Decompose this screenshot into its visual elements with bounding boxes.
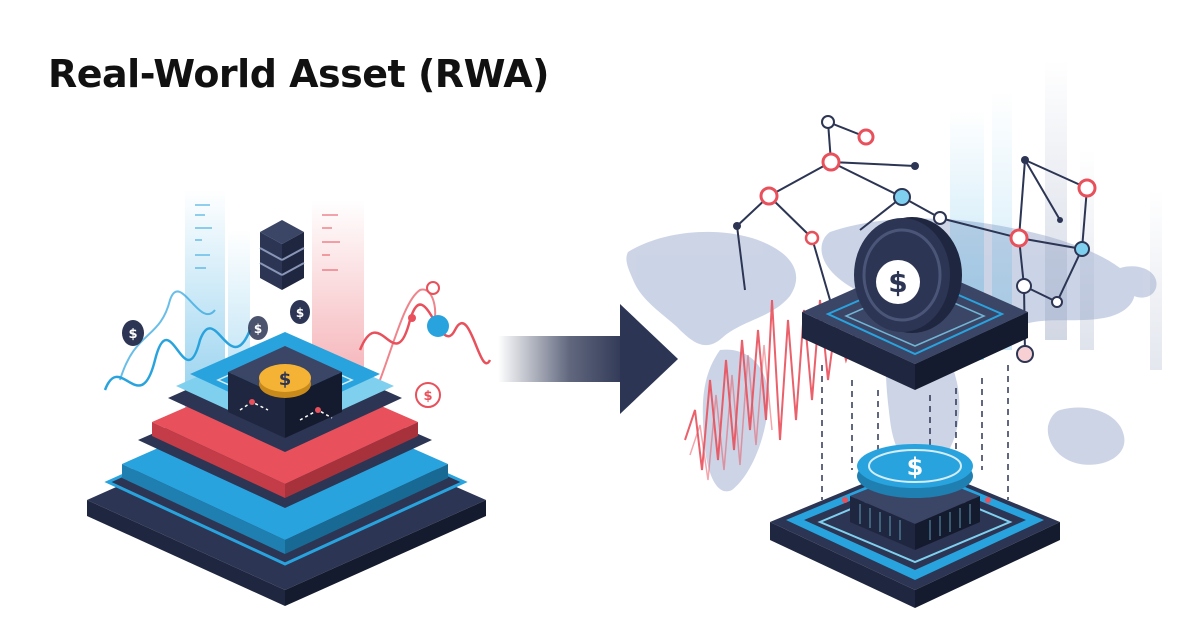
left-asset-stack: $ $ $ $ bbox=[87, 190, 492, 606]
right-bottom-coin-symbol: $ bbox=[907, 453, 924, 481]
small-coin-icon bbox=[427, 315, 449, 337]
price-waveform bbox=[684, 299, 867, 471]
database-cube-icon bbox=[259, 220, 305, 290]
price-waveform bbox=[689, 344, 773, 481]
small-coin-symbol: $ bbox=[423, 389, 432, 404]
blue-signal-wave bbox=[103, 327, 252, 391]
red-signal-wave bbox=[379, 288, 437, 381]
page-title: Real-World Asset (RWA) bbox=[48, 52, 550, 96]
data-stream-bars bbox=[322, 214, 340, 271]
small-coin-symbol: $ bbox=[254, 322, 262, 336]
data-stream-bars bbox=[195, 204, 212, 269]
blue-light-beam bbox=[992, 90, 1012, 350]
dollar-coin-icon: $ bbox=[854, 217, 962, 333]
small-coin-icon: $ bbox=[248, 316, 268, 340]
grey-light-beam bbox=[1150, 190, 1162, 370]
small-coin-icon: $ bbox=[415, 382, 441, 408]
grey-light-beam bbox=[1045, 60, 1067, 340]
blue-signal-wave bbox=[119, 290, 216, 381]
dollar-coin-icon: $ bbox=[857, 444, 973, 498]
node-dot bbox=[408, 314, 416, 322]
transform-arrow-icon bbox=[498, 304, 678, 414]
connection-lines bbox=[821, 365, 1009, 500]
small-coin-icon: $ bbox=[290, 300, 310, 324]
right-tokenized-asset: $ bbox=[626, 60, 1162, 608]
small-coin-symbol: $ bbox=[128, 327, 137, 342]
small-coin-symbol: $ bbox=[296, 306, 304, 320]
node-dot bbox=[426, 281, 440, 295]
dollar-coin-icon: $ bbox=[259, 364, 311, 398]
red-signal-wave bbox=[358, 303, 492, 365]
small-coin-icon: $ bbox=[122, 320, 144, 346]
left-coin-symbol: $ bbox=[279, 369, 292, 390]
network-nodes bbox=[733, 115, 1097, 363]
right-top-coin-symbol: $ bbox=[888, 266, 907, 299]
